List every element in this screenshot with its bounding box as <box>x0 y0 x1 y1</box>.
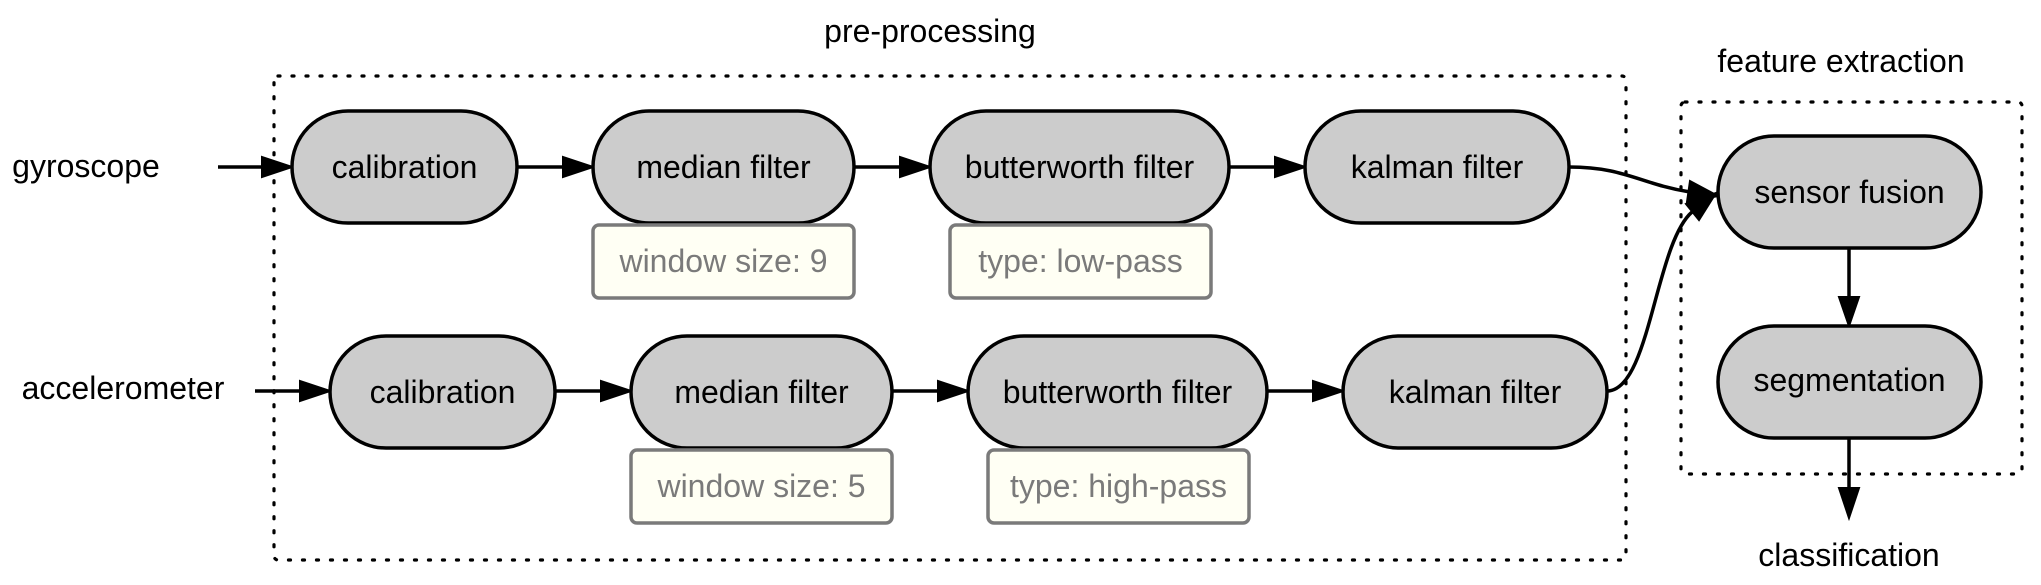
arrowhead <box>1837 487 1861 522</box>
segmentation-shape <box>1716 324 1983 440</box>
gyro-median-note-box <box>591 223 856 300</box>
accel-kalman-filter-label: kalman filter <box>1389 374 1562 410</box>
cluster-preprocessing-label: pre-processing <box>824 13 1036 49</box>
gyro-butterworth-filter-label: butterworth filter <box>965 149 1195 185</box>
sensor-fusion-label: sensor fusion <box>1754 174 1944 210</box>
accel-calibration-label: calibration <box>370 374 516 410</box>
accel-butterworth-note-box <box>986 448 1251 525</box>
gyro-butterworth-filter-shape <box>928 109 1231 225</box>
cluster-preprocessing-border <box>272 74 1628 562</box>
accel-butterworth-filter-node: butterworth filter <box>966 334 1269 450</box>
accel-calibration-node: calibration <box>328 334 557 450</box>
arrowhead <box>261 155 296 179</box>
arrowhead <box>1837 296 1861 330</box>
arrowhead <box>899 155 934 179</box>
accel-median-note-label: window size: 5 <box>656 468 865 504</box>
edges-accelerometer-chain <box>255 191 1719 403</box>
input-accelerometer: accelerometer <box>22 370 225 406</box>
cluster-preprocessing: pre-processing <box>272 13 1628 562</box>
accel-butterworth-filter-shape <box>966 334 1269 450</box>
gyro-butterworth-note: type: low-pass <box>948 223 1213 300</box>
sensor-fusion-node: sensor fusion <box>1716 134 1983 250</box>
accel-butterworth-note-label: type: high-pass <box>1010 468 1227 504</box>
accel-kalman-filter-node: kalman filter <box>1341 334 1609 450</box>
edges-gyroscope-chain <box>218 155 1721 204</box>
output-classification: classification <box>1758 537 1939 573</box>
accel-median-filter-node: median filter <box>629 334 894 450</box>
gyro-median-filter-label: median filter <box>636 149 811 185</box>
gyro-calibration-label: calibration <box>332 149 478 185</box>
gyro-butterworth-filter-node: butterworth filter <box>928 109 1231 225</box>
gyro-median-note-label: window size: 9 <box>618 243 827 279</box>
cluster-feature-extraction-border <box>1679 100 2024 476</box>
arrowhead <box>600 379 635 403</box>
segmentation-node: segmentation <box>1716 324 1983 440</box>
arrowhead <box>562 155 597 179</box>
accelerometer-chain: calibration median filter window size: 5… <box>328 334 1609 525</box>
accel-median-filter-label: median filter <box>674 374 849 410</box>
arrowhead <box>1274 155 1309 179</box>
gyro-butterworth-note-box <box>948 223 1213 300</box>
gyro-kalman-filter-label: kalman filter <box>1351 149 1524 185</box>
arrowhead <box>1312 379 1347 403</box>
accel-median-note: window size: 5 <box>629 448 894 525</box>
gyro-median-filter-node: median filter <box>591 109 856 225</box>
arrowhead <box>937 379 972 403</box>
sensor-fusion-shape <box>1716 134 1983 250</box>
input-gyroscope: gyroscope <box>12 148 160 184</box>
accel-calibration-shape <box>328 334 557 450</box>
arrowhead <box>1684 191 1719 222</box>
gyro-kalman-filter-shape <box>1303 109 1571 225</box>
segmentation-label: segmentation <box>1753 362 1945 398</box>
gyro-calibration-shape <box>290 109 519 225</box>
accel-kalman-filter-shape <box>1341 334 1609 450</box>
cluster-feature-extraction-label: feature extraction <box>1717 43 1964 79</box>
feature-extraction-nodes: sensor fusion segmentation <box>1716 134 1983 440</box>
gyro-kalman-filter-node: kalman filter <box>1303 109 1571 225</box>
accel-median-note-box <box>629 448 894 525</box>
arrowhead <box>299 379 334 403</box>
accel-butterworth-filter-label: butterworth filter <box>1003 374 1233 410</box>
gyroscope-chain: calibration median filter window size: 9… <box>290 109 1571 300</box>
edge-kalman-to-fusion <box>1606 210 1694 393</box>
cluster-feature-extraction: feature extraction <box>1679 43 2024 476</box>
edges-feature-extraction <box>1837 248 1861 522</box>
gyro-median-filter-shape <box>591 109 856 225</box>
accel-butterworth-note: type: high-pass <box>986 448 1251 525</box>
accel-median-filter-shape <box>629 334 894 450</box>
edge-kalman-to-fusion <box>1568 165 1691 194</box>
gyro-calibration-node: calibration <box>290 109 519 225</box>
gyro-median-note: window size: 9 <box>591 223 856 300</box>
gyro-butterworth-note-label: type: low-pass <box>978 243 1183 279</box>
